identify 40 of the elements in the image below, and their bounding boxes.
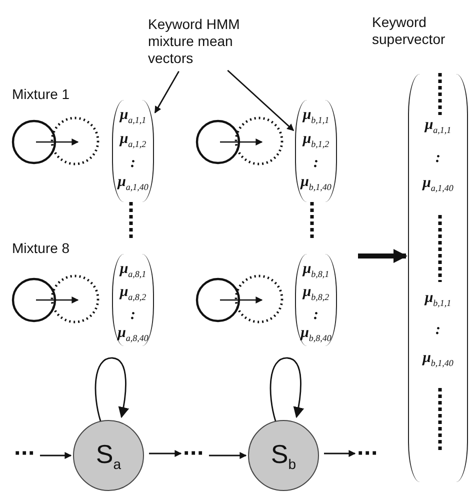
vector-entry: μ$_{a,8,40}$ [118,324,148,345]
vector-entry: μ$_{a,1,40}$ [118,173,148,194]
vector-entry: μ$_{b,1,40}$ [300,173,332,194]
ellipsis: ··· [183,440,204,467]
vector-entry: μ$_{b,8,2}$ [302,283,330,304]
vector-entry: : [436,321,440,339]
vector-entry: μ$_{b,1,2}$ [302,130,330,151]
ellipsis: ··· [14,440,35,467]
vector-entry: μ$_{b,1,1}$ [302,106,330,127]
vector-entry: μ$_{b,1,40}$ [422,349,454,370]
vector-entry: : [314,306,318,324]
mixture-label: Mixture 8 [12,240,70,257]
state-label: S$_{a}$ [96,438,122,472]
vector-entry: μ$_{a,1,1}$ [424,116,452,137]
mixture-label: Mixture 1 [12,86,70,103]
annotation-text: Keyword HMM mixture mean vectors [148,16,241,67]
vector-entry: : [436,149,440,167]
vector-entry: : [314,154,318,172]
vector-entry: μ$_{a,1,1}$ [120,106,146,127]
self-loop-arrow [270,357,304,422]
arrow [149,450,182,457]
vector-entry: μ$_{a,8,2}$ [120,283,146,304]
thick-arrow [358,249,408,263]
arrow [227,70,294,131]
vector-entry: μ$_{b,8,1}$ [302,260,330,281]
vector-entry: μ$_{b,1,1}$ [424,289,452,310]
state-label: S$_{b}$ [270,438,296,472]
vector-entry: μ$_{a,1,2}$ [120,130,146,151]
arrow [40,452,72,459]
vector-entry: μ$_{a,8,1}$ [120,260,146,281]
arrow [324,450,356,457]
arrow [154,70,180,114]
vector-entry: μ$_{a,1,40}$ [422,174,454,195]
arrow [208,452,247,459]
self-loop-arrow [94,357,129,422]
vector-entry: : [130,306,136,324]
vector-entry: : [130,154,136,172]
ellipsis: ··· [357,440,378,467]
vector-entry: μ$_{b,8,40}$ [300,324,332,345]
vector-heading: Keyword supervector [372,14,446,48]
